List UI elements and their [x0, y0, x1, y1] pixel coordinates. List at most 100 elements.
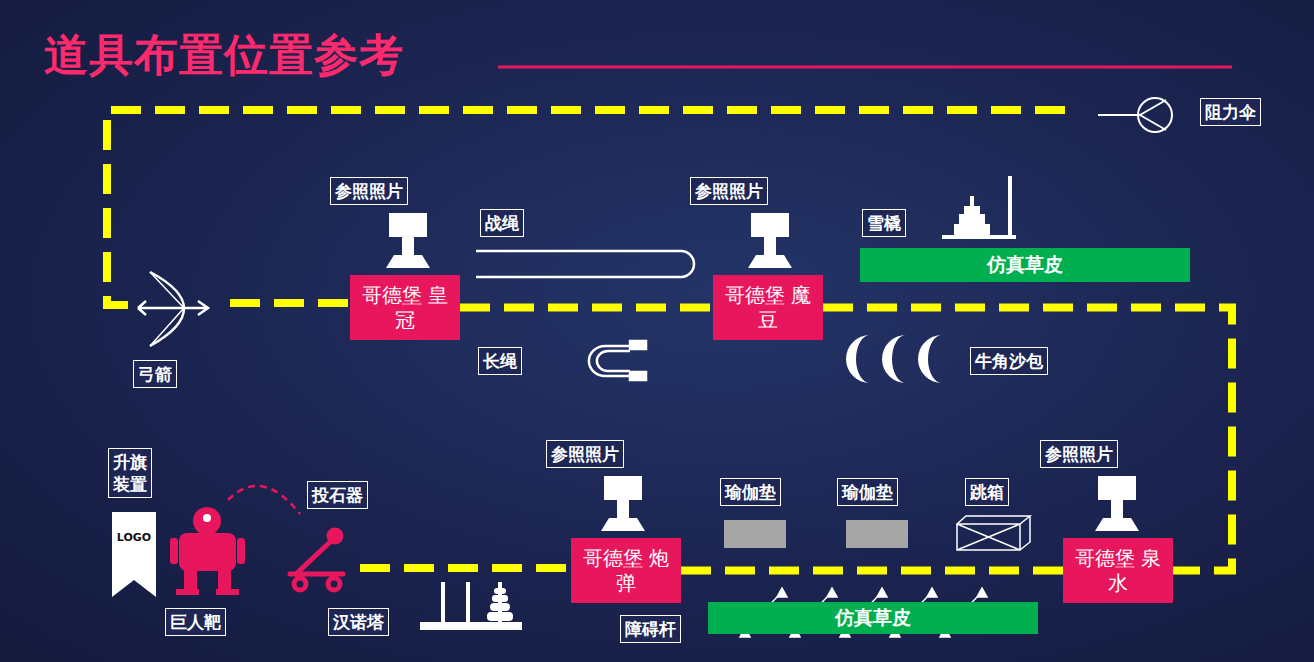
jump-box-icon [957, 516, 1030, 550]
node-text: 升旗装置 [113, 451, 147, 495]
giant-target [170, 538, 178, 564]
yoga-mat [724, 520, 908, 548]
giant-target [184, 570, 197, 590]
route-dash [230, 299, 350, 307]
route-connector [823, 308, 1232, 571]
station-box: 哥德堡 魔豆 [713, 275, 823, 340]
long-rope-icon [630, 341, 646, 349]
battle-rope-icon [476, 251, 694, 277]
node-text: 牛角沙包 [975, 350, 1043, 372]
prop-label: 障碍杆 [620, 615, 681, 643]
sled-icon [942, 235, 1016, 239]
drag-chute-icon [1098, 100, 1166, 130]
long-rope-icon [630, 372, 646, 380]
node-text: 哥德堡 魔豆 [721, 283, 815, 333]
hanoi-icon [420, 582, 522, 630]
node-text: 参照照片 [695, 180, 763, 202]
station-box: 哥德堡 炮弹 [571, 538, 681, 603]
route-connector [460, 304, 713, 312]
sled-icon [964, 206, 980, 214]
prop-label: 战绳 [480, 209, 524, 237]
prop-label: 升旗装置 [108, 448, 152, 498]
bow-icon [138, 272, 208, 346]
flag [112, 512, 156, 597]
hanoi-icon [441, 582, 445, 622]
hanoi-icon [487, 612, 513, 621]
prop-label: 汉诺塔 [328, 608, 389, 636]
giant-target [179, 533, 236, 571]
bow-icon [138, 301, 208, 315]
node-text: 汉诺塔 [333, 611, 384, 633]
yoga-mat [846, 520, 908, 548]
node-text: 仿真草皮 [987, 252, 1063, 278]
prop-label: 长绳 [478, 347, 522, 375]
sled-icon [1008, 176, 1012, 238]
hanoi-icon [420, 622, 522, 630]
giant-target [193, 507, 221, 535]
route-dash [107, 110, 1065, 568]
photo-stand [386, 213, 1139, 531]
hanoi-icon [490, 603, 510, 611]
sled-icon [959, 214, 985, 224]
prop-label: 参照照片 [546, 440, 624, 468]
giant-target [176, 589, 199, 595]
prop-label: 弓箭 [133, 360, 177, 388]
hanoi-icon [494, 588, 506, 594]
giant-target [203, 514, 211, 522]
prop-label: 牛角沙包 [970, 347, 1048, 375]
photo-stand [1095, 476, 1139, 531]
prop-label: 投石器 [307, 481, 368, 509]
node-text: 哥德堡 皇冠 [358, 283, 452, 333]
page-title: 道具布置位置参考 [44, 26, 404, 85]
catapult-icon [328, 578, 340, 590]
giant-target [237, 538, 245, 564]
giant-target [216, 589, 239, 595]
prop-label: 巨人靶 [165, 608, 226, 636]
hurdle-pole [927, 588, 937, 597]
horn-sandbag-icon [846, 335, 942, 383]
prop-label: 参照照片 [330, 177, 408, 205]
node-text: 阻力伞 [1205, 101, 1256, 123]
node-text: 跳箱 [970, 481, 1004, 503]
prop-label: 参照照片 [690, 177, 768, 205]
photo-stand [386, 213, 430, 268]
station-box: 哥德堡 皇冠 [350, 275, 460, 340]
node-text: 仿真草皮 [835, 605, 911, 631]
sled-icon [942, 176, 1016, 239]
route-dash [360, 564, 571, 572]
sled-icon [970, 196, 974, 206]
throw-arc [228, 486, 300, 514]
giant-target [218, 570, 231, 590]
hurdle-pole [977, 588, 987, 597]
node-text: 哥德堡 泉水 [1071, 546, 1165, 596]
node-text: 巨人靶 [170, 611, 221, 633]
node-text: 哥德堡 炮弹 [579, 546, 673, 596]
hurdle-pole [777, 588, 787, 597]
catapult-icon [296, 542, 330, 574]
prop-label: 瑜伽垫 [837, 478, 898, 506]
title-rule [498, 66, 1232, 69]
prop-label: 瑜伽垫 [720, 478, 781, 506]
node-text: 参照照片 [335, 180, 403, 202]
long-rope-icon [589, 346, 630, 376]
hurdle-pole [877, 588, 887, 597]
horn-sandbag-icon [846, 335, 870, 383]
node-text: 障碍杆 [625, 618, 676, 640]
turf-band: 仿真草皮 [708, 602, 1038, 634]
yoga-mat [724, 520, 786, 548]
jump-box-icon [957, 516, 1030, 550]
catapult-icon [294, 578, 306, 590]
node-text: 战绳 [485, 212, 519, 234]
node-text: 长绳 [483, 350, 517, 372]
horn-sandbag-icon [882, 335, 906, 383]
drag-chute-icon [1098, 98, 1172, 132]
prop-label: 参照照片 [1040, 440, 1118, 468]
sled-icon [954, 224, 990, 235]
node-text: 雪橇 [867, 212, 901, 234]
photo-stand [601, 476, 645, 531]
node-text: 参照照片 [551, 443, 619, 465]
node-text: 投石器 [312, 484, 363, 506]
prop-label: 雪橇 [862, 209, 906, 237]
turf-band: 仿真草皮 [860, 248, 1190, 282]
node-text: 弓箭 [138, 363, 172, 385]
